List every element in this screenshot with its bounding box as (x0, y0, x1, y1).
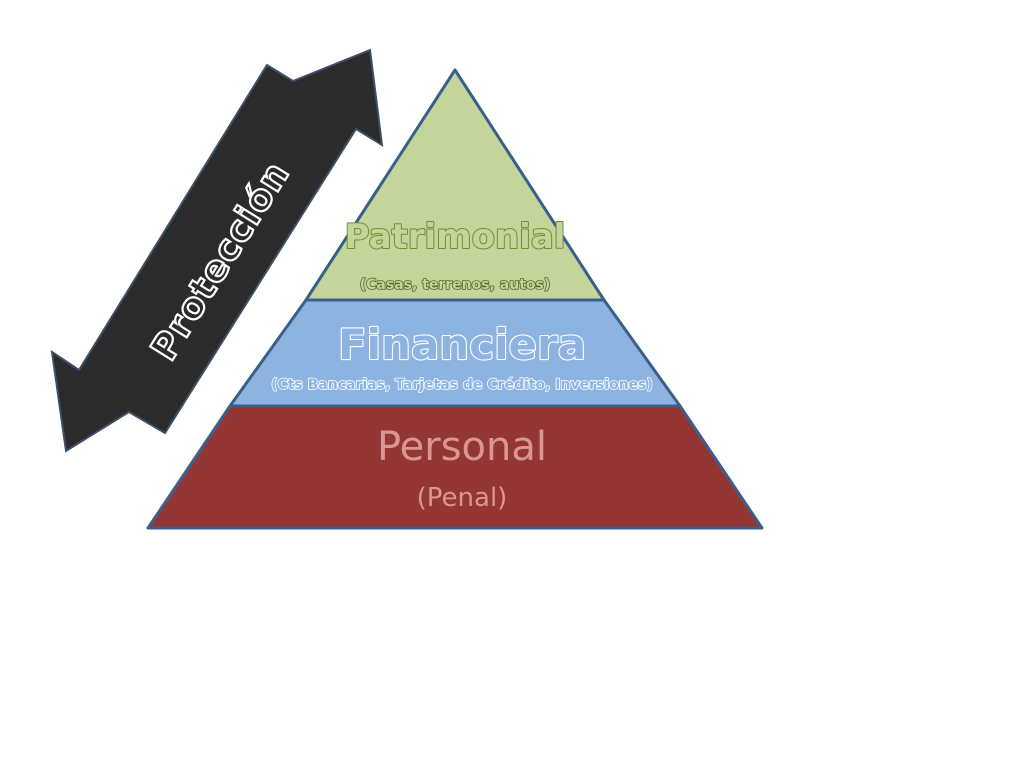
financiera-title: Financiera (338, 320, 586, 369)
financiera-subtitle: (Cts Bancarias, Tarjetas de Crédito, Inv… (271, 377, 653, 393)
pyramid: Patrimonial (Casas, terrenos, autos) Fin… (146, 68, 764, 530)
patrimonial-subtitle: (Casas, terrenos, autos) (360, 277, 550, 293)
personal-subtitle: (Penal) (417, 483, 508, 513)
personal-title: Personal (377, 424, 547, 470)
pyramid-level-personal (146, 404, 764, 530)
double-arrow-shape (50, 48, 384, 453)
patrimonial-title: Patrimonial (345, 217, 566, 257)
